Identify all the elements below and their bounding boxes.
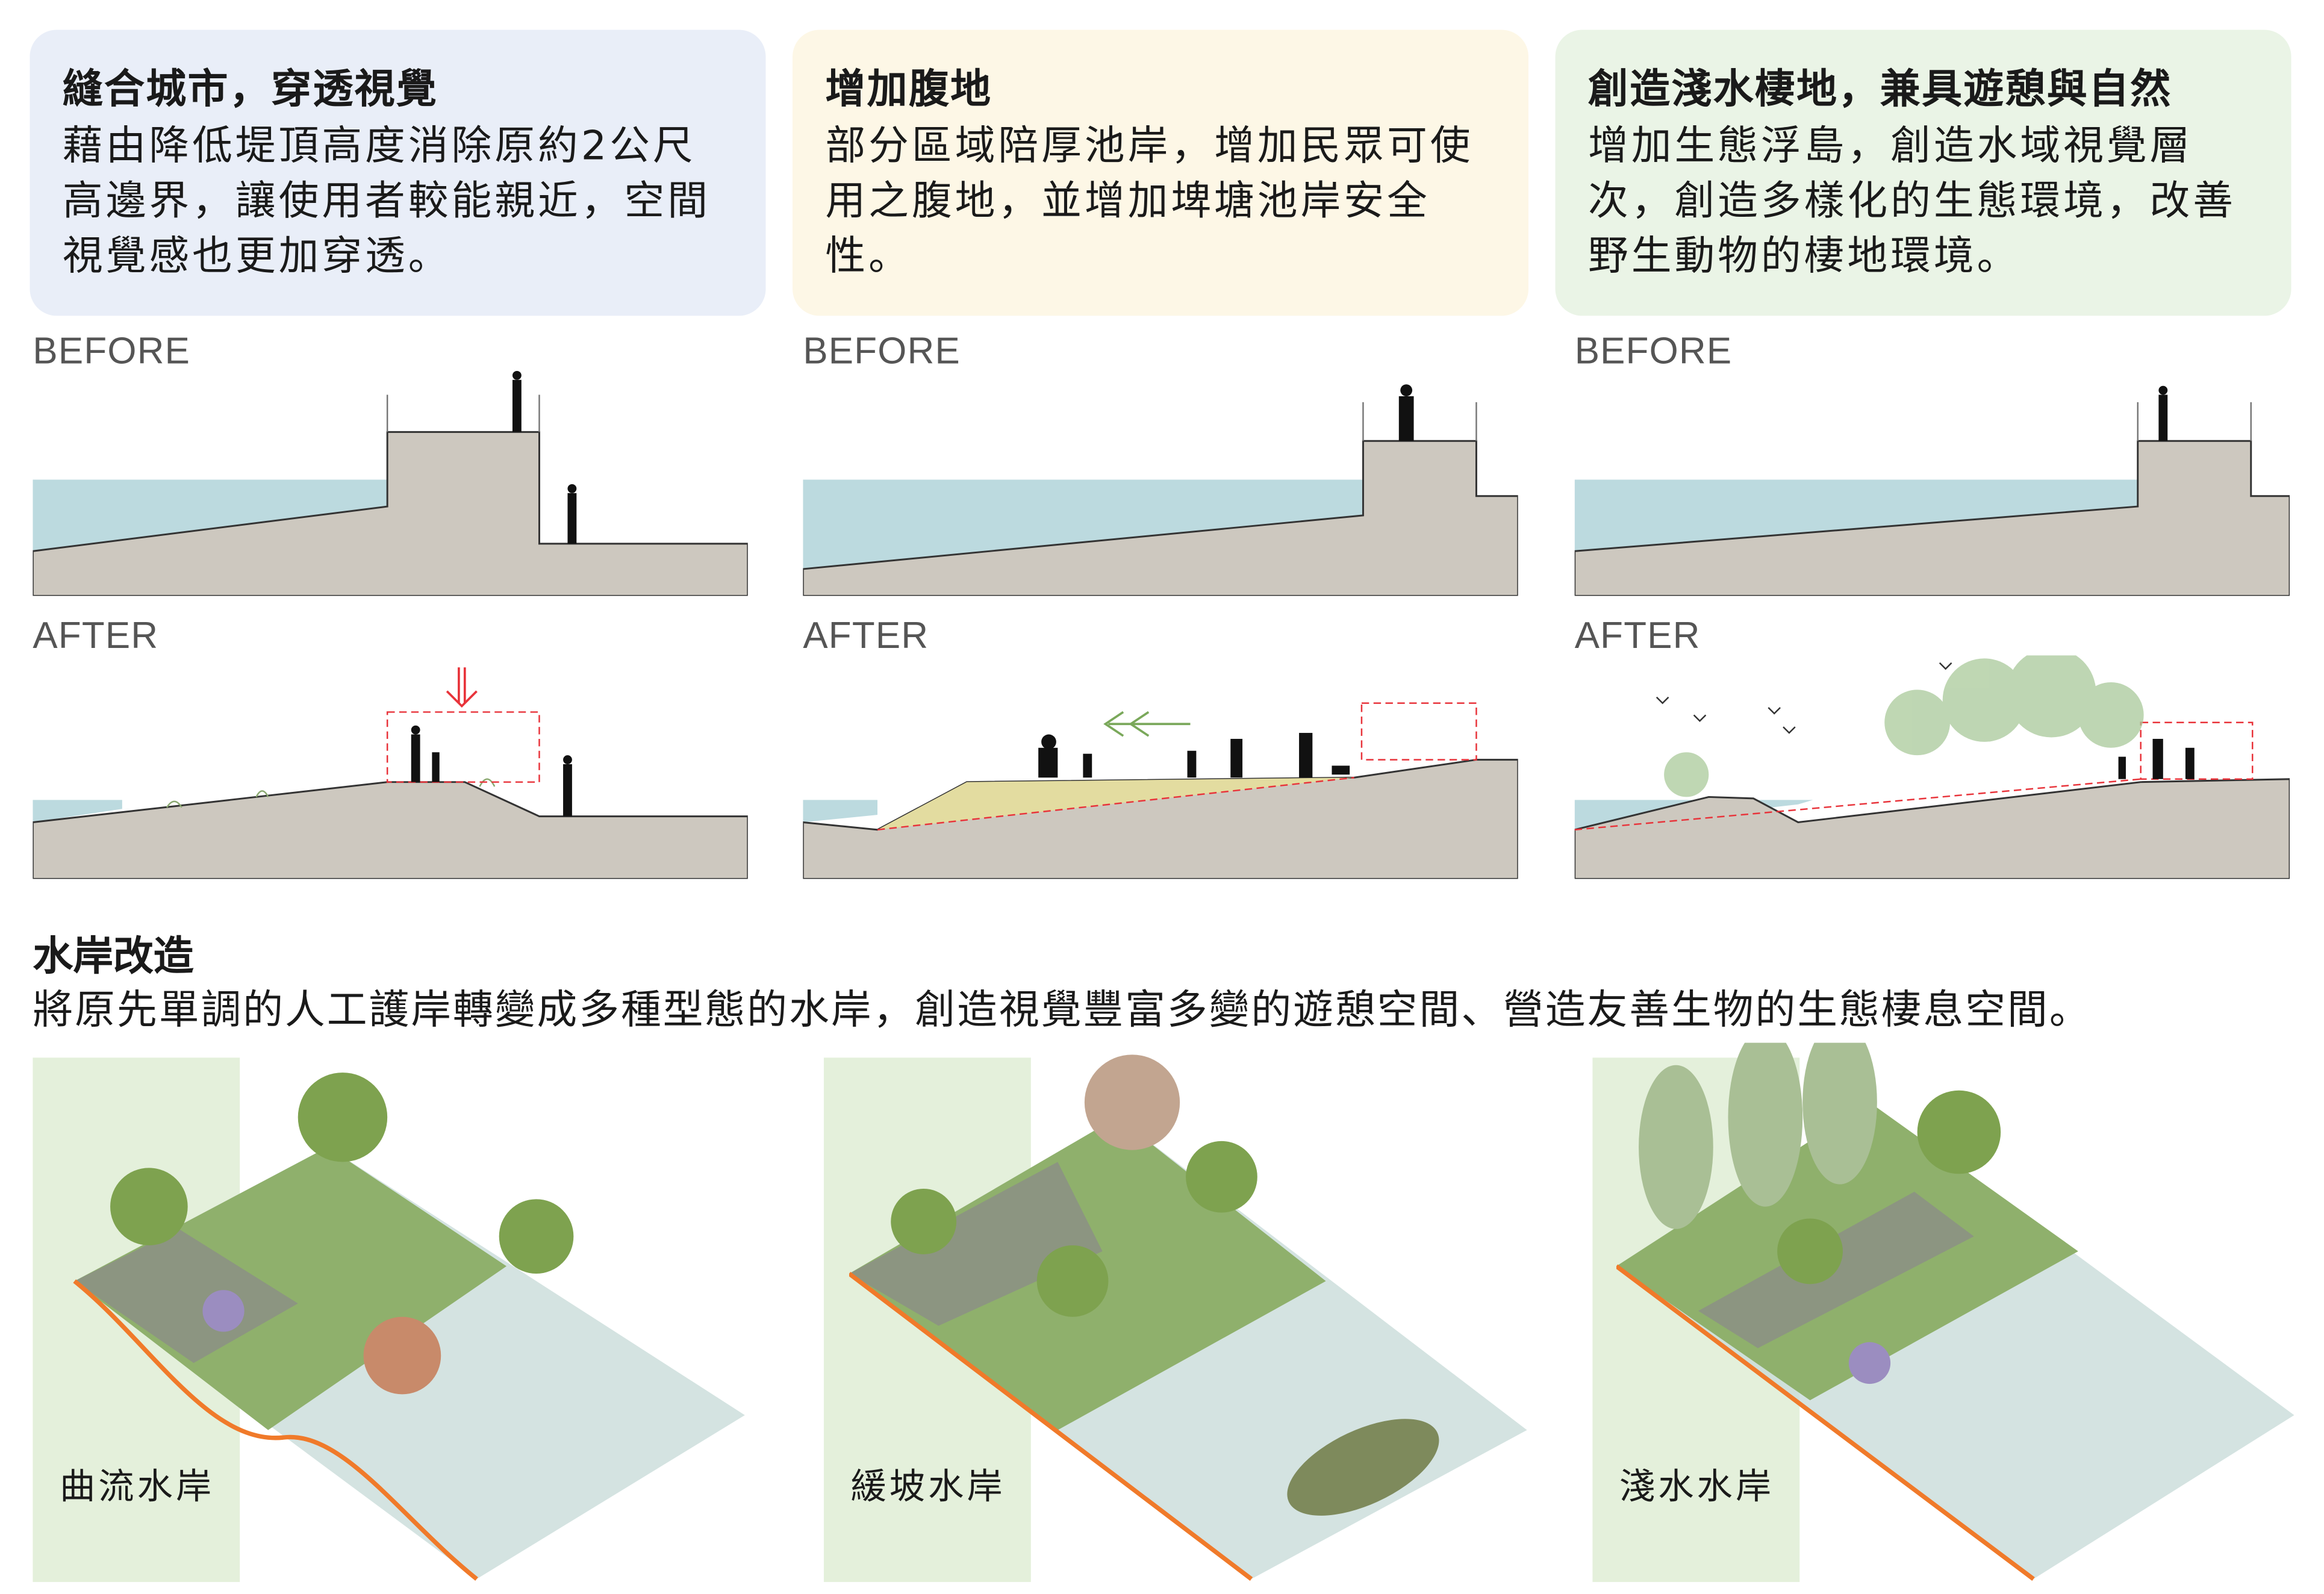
before-section-3: [1574, 385, 2290, 596]
arrow-left-icon: [1103, 711, 1191, 737]
bank-edge: [849, 1272, 1253, 1581]
person-icon: [567, 484, 577, 544]
birds-icon: [1656, 662, 1952, 734]
person-icon: [2158, 385, 2168, 441]
water: [33, 479, 388, 552]
trees: [110, 1073, 574, 1395]
waterfront-type-label: 淺水水岸: [1619, 1466, 1775, 1508]
eco-island: [1287, 1419, 1439, 1516]
card-body: 藉由降低堤頂高度消除原約2公尺高邊界，讓使用者較能親近，空間視覺感也更加穿透。: [62, 123, 711, 281]
card-body: 部分區域陪厚池岸，增加民眾可使用之腹地，並增加埤塘池岸安全性。: [825, 123, 1474, 281]
embankment: [803, 440, 1518, 596]
arrow-down-icon: [446, 667, 478, 708]
waterfront-type-label: 緩坡水岸: [850, 1466, 1006, 1508]
person-icon: [1398, 384, 1414, 441]
water: [803, 800, 878, 823]
water: [1574, 479, 2138, 552]
bank-edge: [1616, 1264, 2035, 1581]
embankment: [33, 431, 748, 596]
person-icon: [411, 725, 440, 782]
card-title: 縫合城市，穿透視覺: [62, 67, 438, 114]
person-icon: [563, 755, 572, 817]
embankment: [1574, 778, 2290, 879]
original-profile-line: [877, 777, 1354, 831]
before-label: BEFORE: [1574, 331, 1733, 373]
bank-edge: [73, 1279, 478, 1581]
grass: [166, 778, 496, 808]
before-section-2: [803, 384, 1518, 596]
trees: [1664, 655, 2144, 797]
paved-path: [74, 1228, 298, 1363]
before-label: BEFORE: [33, 331, 191, 373]
embankment: [1574, 440, 2290, 596]
before-label: BEFORE: [803, 331, 961, 373]
people-icon: [2118, 738, 2195, 779]
after-label: AFTER: [33, 615, 159, 657]
planted-bank: [74, 1147, 507, 1430]
meander-isometric: [73, 1073, 745, 1581]
after-section-3: [1574, 655, 2290, 879]
removed-wall-outline: [386, 711, 540, 783]
embankment: [33, 781, 748, 879]
card-stitch-city: 縫合城市，穿透視覺 藉由降低堤頂高度消除原約2公尺高邊界，讓使用者較能親近，空間…: [30, 30, 766, 316]
card-body: 增加生態浮島，創造水域視覺層次，創造多樣化的生態環境，改善野生動物的棲地環境。: [1587, 123, 2237, 281]
after-section-1: [33, 667, 748, 879]
water: [33, 800, 122, 823]
gentle-slope-isometric: [849, 1054, 1527, 1581]
section-description: 將原先單調的人工護岸轉變成多種型態的水岸，創造視覺豐富多變的遊憩空間、營造友善生…: [33, 988, 2092, 1034]
trees: [891, 1054, 1257, 1317]
shallow-water-isometric: [1616, 1042, 2294, 1581]
card-shallow-habitat: 創造淺水棲地，兼具遊憩與自然 增加生態浮島，創造水域視覺層次，創造多樣化的生態環…: [1555, 30, 2291, 316]
trees: [1639, 1042, 2001, 1384]
person-icon: [512, 370, 522, 432]
card-title: 增加腹地: [825, 67, 992, 114]
after-label: AFTER: [1574, 615, 1701, 657]
waterfront-type-label: 曲流水岸: [59, 1466, 215, 1508]
removed-wall-outline: [1360, 702, 1477, 761]
people-icon: [1038, 733, 1350, 778]
after-section-2: [803, 702, 1518, 879]
section-title: 水岸改造: [33, 934, 194, 980]
after-label: AFTER: [803, 615, 929, 657]
card-title: 創造淺水棲地，兼具遊憩與自然: [1587, 67, 2172, 114]
before-section-1: [33, 370, 748, 596]
card-increase-space: 增加腹地 部分區域陪厚池岸，增加民眾可使用之腹地，並增加埤塘池岸安全性。: [793, 30, 1529, 316]
paved-path: [849, 1162, 1103, 1326]
water: [803, 479, 1363, 569]
new-berm: [877, 777, 1354, 830]
